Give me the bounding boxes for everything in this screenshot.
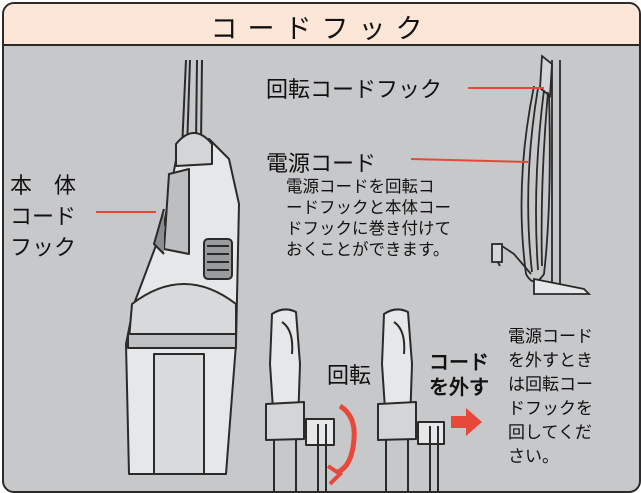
vacuum-body-illustration bbox=[125, 59, 240, 475]
title-bar: コードフック bbox=[4, 4, 639, 46]
rotate-label: 回転 bbox=[327, 364, 372, 389]
illustration-drawing bbox=[96, 54, 592, 491]
rotation-arrow-icon bbox=[326, 403, 357, 486]
cord-wrap-note: 電源コードを回転コ ードフックと本体コー ドフックに巻き付けて おくことができま… bbox=[286, 177, 451, 259]
rotating-cord-hook-label: 回転コードフック bbox=[266, 78, 443, 103]
body-cord-hook-label: 本 体 コード フック bbox=[10, 174, 77, 261]
power-cord-label: 電源コード bbox=[266, 152, 377, 177]
remove-cord-note: 電源コード を外すとき は回転コー ドフックを 回してくだ さい。 bbox=[508, 327, 593, 467]
leader-line-power-cord bbox=[410, 158, 529, 163]
rotating-cord-hook-illustration bbox=[490, 54, 592, 295]
hook-left-illustration bbox=[265, 308, 335, 491]
hook-right-illustration bbox=[377, 308, 445, 491]
remove-cord-label: コード を外す bbox=[429, 350, 489, 399]
right-arrow-icon bbox=[451, 408, 482, 436]
page-title: コードフック bbox=[210, 14, 433, 45]
